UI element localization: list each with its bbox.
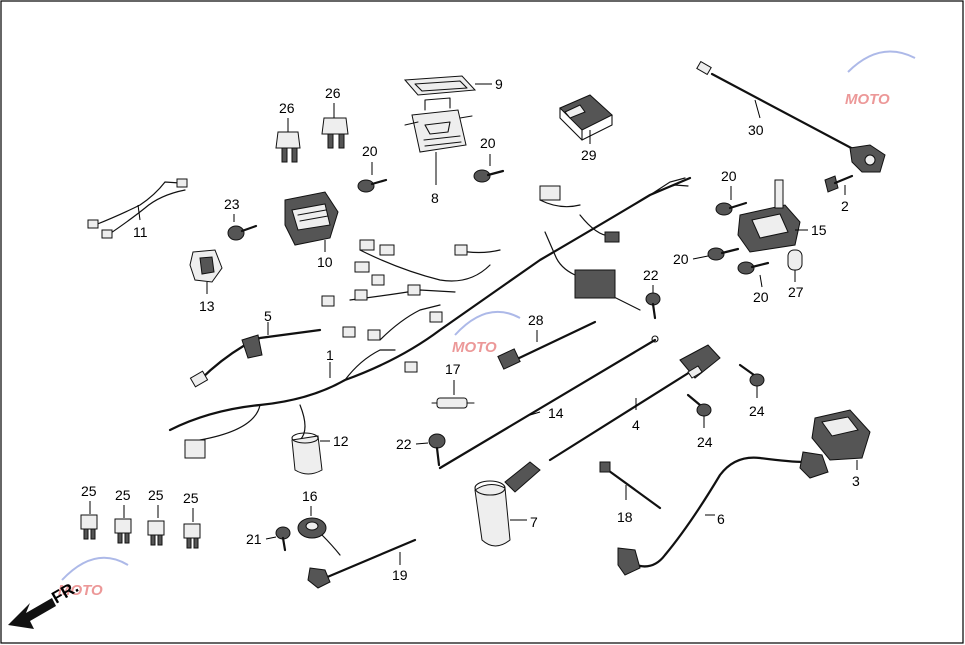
part-22-bolt-right: 22 <box>643 267 661 320</box>
part-13-relay: 13 <box>189 249 223 314</box>
part-1-main-harness: 1 <box>168 176 692 459</box>
part-3-connector-cover: 3 <box>811 409 871 489</box>
callout-number-11: 11 <box>133 224 148 240</box>
part-20-screw-b: 20 <box>473 135 505 183</box>
callout-number-24: 24 <box>749 403 765 419</box>
part-30-sensor-cable: 30 <box>696 60 886 173</box>
callout-number-25: 25 <box>81 483 97 499</box>
callout-number-16: 16 <box>302 488 318 504</box>
callout-number-20: 20 <box>673 251 689 267</box>
part-27-bulb: 27 <box>787 249 804 300</box>
callout-number-28: 28 <box>528 312 544 328</box>
callout-number-29: 29 <box>581 147 597 163</box>
part-20-screw-a: 20 <box>357 143 388 193</box>
part-9-cushion: 9 <box>403 75 503 96</box>
arrow-icon <box>8 598 56 629</box>
part-24-bolt-lower: 24 <box>686 393 713 450</box>
callout-number-25: 25 <box>183 490 199 506</box>
part-2-bolt: 2 <box>824 174 854 214</box>
callout-number-5: 5 <box>264 308 272 324</box>
callout-number-22: 22 <box>396 436 412 452</box>
part-25-fuse-1: 25 <box>80 483 98 540</box>
callout-number-23: 23 <box>224 196 240 212</box>
callout-number-20: 20 <box>753 289 769 305</box>
callout-number-10: 10 <box>317 254 333 270</box>
part-19-bracket: 19 <box>307 538 417 589</box>
part-25-fuse-4: 25 <box>183 490 201 549</box>
part-12-ignition-coil: 12 <box>291 432 349 475</box>
callout-number-3: 3 <box>852 473 860 489</box>
callout-number-22: 22 <box>643 267 659 283</box>
part-11-sub-harness: 11 <box>87 178 188 240</box>
callout-number-27: 27 <box>788 284 804 300</box>
watermark-text: MOTO <box>452 339 497 356</box>
part-21-screw: 21 <box>246 526 291 552</box>
part-8-regulator: 8 <box>404 97 473 206</box>
part-7-spark-plug-cap: 7 <box>474 461 541 547</box>
callout-number-26: 26 <box>279 100 295 116</box>
watermark-text: MOTO <box>58 582 103 599</box>
part-15-switch: 15 <box>737 179 827 253</box>
part-26-fuse-left: 26 <box>275 100 301 163</box>
callout-number-7: 7 <box>530 514 538 530</box>
part-14-ground-cable: 14 <box>438 335 659 470</box>
part-20-screw-c: 20 <box>715 168 748 216</box>
part-5-strap: 5 <box>189 308 322 388</box>
callout-number-2: 2 <box>841 198 849 214</box>
part-22-bolt-left: 22 <box>396 433 446 467</box>
watermark-center: MOTO <box>452 310 521 356</box>
callout-number-25: 25 <box>148 487 164 503</box>
part-25-fuse-3: 25 <box>147 487 165 546</box>
part-16-horn: 16 <box>297 488 341 556</box>
part-18-cable-tie: 18 <box>599 461 662 525</box>
part-17-diode: 17 <box>431 361 475 409</box>
callout-number-9: 9 <box>495 76 503 92</box>
part-25-fuse-2: 25 <box>114 487 132 544</box>
callout-number-14: 14 <box>548 405 564 421</box>
callout-number-24: 24 <box>697 434 713 450</box>
callout-number-4: 4 <box>632 417 640 433</box>
part-26-fuse-right: 26 <box>321 85 349 149</box>
callout-number-6: 6 <box>717 511 725 527</box>
callout-number-1: 1 <box>326 347 334 363</box>
callout-number-26: 26 <box>325 85 341 101</box>
callout-number-8: 8 <box>431 190 439 206</box>
part-4-relay-cable: 4 <box>548 344 721 462</box>
callout-number-19: 19 <box>392 567 408 583</box>
callout-number-20: 20 <box>480 135 496 151</box>
part-20-screw-d: 20 <box>673 247 740 267</box>
callout-number-20: 20 <box>721 168 737 184</box>
callout-number-20: 20 <box>362 143 378 159</box>
callout-number-15: 15 <box>811 222 827 238</box>
callout-number-17: 17 <box>445 361 461 377</box>
part-24-bolt-upper: 24 <box>738 363 765 419</box>
callout-number-25: 25 <box>115 487 131 503</box>
part-23-bolt: 23 <box>224 196 258 241</box>
callout-number-21: 21 <box>246 531 262 547</box>
callout-number-13: 13 <box>199 298 215 314</box>
callout-number-30: 30 <box>748 122 764 138</box>
part-6-sensor-lead: 6 <box>617 451 829 576</box>
callout-number-18: 18 <box>617 509 633 525</box>
part-20-screw-e: 20 <box>737 261 770 305</box>
front-direction-arrow: FR. <box>8 577 82 629</box>
watermark-top-right: MOTO <box>845 50 916 108</box>
part-29-ecu: 29 <box>559 94 613 163</box>
watermark-text: MOTO <box>845 91 890 108</box>
part-10-fuse-box: 10 <box>284 191 339 270</box>
watermark-bottom-left: MOTO <box>58 556 129 599</box>
callout-number-12: 12 <box>333 433 349 449</box>
part-28-band: 28 <box>497 312 597 370</box>
